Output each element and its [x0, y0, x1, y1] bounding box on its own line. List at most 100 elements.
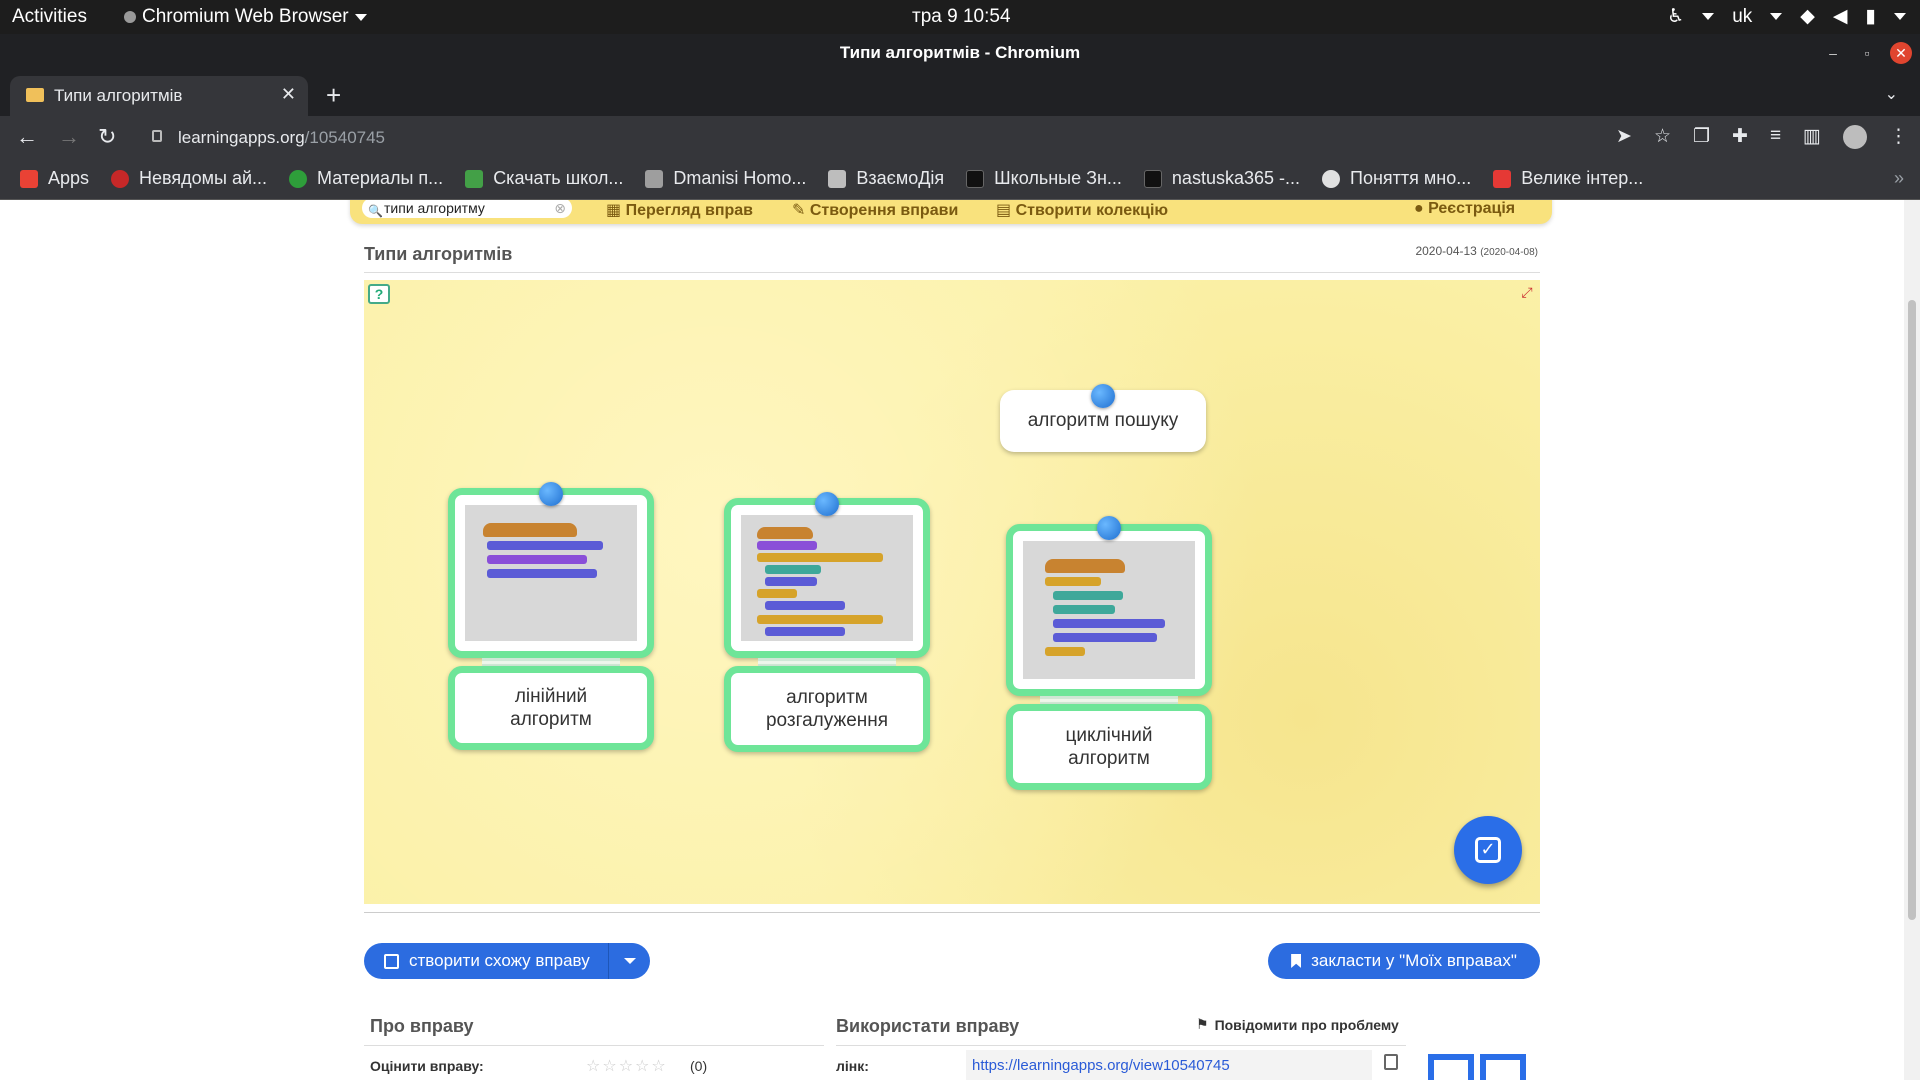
navigation-bar: ← → ↻ learningapps.org/10540745 ➤ ☆ ❐ ✚ …: [0, 116, 1920, 158]
label-card-cyclic[interactable]: циклічний алгоритм: [1006, 704, 1212, 790]
accessibility-icon[interactable]: ♿: [1667, 6, 1685, 27]
system-tray[interactable]: ♿ uk ◆ ◀ ▮: [1667, 5, 1906, 28]
back-arrow-icon[interactable]: ←: [16, 124, 38, 149]
image-card-cyclic[interactable]: [1006, 524, 1212, 696]
bookmark-label: Скачать школ...: [493, 168, 624, 188]
bookmark-item[interactable]: Поняття мно...: [1322, 168, 1471, 189]
card-label: лінійний алгоритм: [510, 686, 592, 730]
new-tab-icon[interactable]: +: [326, 80, 342, 110]
nav-browse-exercises[interactable]: ▦ Перегляд вправ: [606, 202, 754, 219]
search-icon: 🔍: [368, 204, 383, 218]
chevron-down-icon[interactable]: [1894, 13, 1906, 20]
label-card-branching[interactable]: алгоритм розгалуження: [724, 666, 930, 752]
fullscreen-icon[interactable]: ⤢: [1521, 284, 1533, 300]
battery-icon: ▮: [1865, 6, 1876, 27]
forward-arrow-icon[interactable]: →: [58, 124, 80, 149]
bookmark-item[interactable]: Невядомы ай...: [111, 168, 267, 189]
page-viewport: 🔍 типи алгоритму ⊗ ▦ Перегляд вправ ✎ Ст…: [0, 200, 1920, 1080]
bookmark-item[interactable]: Dmanisi Homo...: [645, 168, 806, 189]
chevron-down-icon: [354, 13, 367, 21]
divider: [836, 1045, 1406, 1046]
tab-strip: Типи алгоритмів ✕ + ⌄: [0, 72, 1920, 116]
create-similar-button[interactable]: створити схожу вправу: [364, 943, 650, 979]
checkbox-check-icon: ✓: [1475, 837, 1501, 863]
label-card-linear[interactable]: лінійний алгоритм: [448, 666, 654, 750]
bookmark-item[interactable]: Скачать школ...: [465, 168, 623, 189]
bookmark-favicon-icon: [645, 169, 664, 188]
nav-create-collection[interactable]: ▤ Створити колекцію: [996, 202, 1169, 219]
extension-copy-icon[interactable]: ❐: [1692, 126, 1711, 147]
url-path: /10540745: [304, 128, 386, 147]
report-problem-label: Повідомити про проблему: [1214, 1016, 1399, 1033]
card-label: алгоритм розгалуження: [765, 687, 889, 731]
close-tab-icon[interactable]: ✕: [280, 84, 296, 104]
create-similar-dropdown[interactable]: [608, 943, 650, 979]
nav-browse-label: Перегляд вправ: [625, 202, 754, 219]
site-search-input[interactable]: 🔍 типи алгоритму ⊗: [362, 200, 572, 218]
clear-search-icon[interactable]: ⊗: [554, 200, 566, 216]
qr-code-icon[interactable]: [1428, 1054, 1474, 1080]
app-menu-label: Chromium Web Browser: [142, 6, 349, 27]
bookmark-label: Apps: [48, 168, 90, 188]
maximize-icon[interactable]: ▫: [1864, 45, 1870, 61]
bookmark-exercise-label: закласти у "Моїх вправах": [1311, 951, 1517, 970]
card-label: алгоритм пошуку: [1027, 410, 1179, 431]
chromium-icon: [124, 11, 136, 23]
bookmark-apps[interactable]: Apps: [20, 168, 89, 189]
bookmark-label: Школьные Зн...: [994, 168, 1122, 188]
wifi-icon: ◆: [1800, 6, 1815, 27]
bookmark-favicon-icon: [966, 169, 985, 188]
report-problem-link[interactable]: ⚑ Повідомити про проблему: [1196, 1016, 1399, 1033]
puzzle-icon[interactable]: ✚: [1732, 126, 1748, 147]
reload-icon[interactable]: ↻: [98, 124, 117, 149]
address-bar[interactable]: learningapps.org/10540745: [140, 120, 1580, 154]
rating-stars[interactable]: ☆☆☆☆☆: [586, 1058, 668, 1075]
profile-avatar-icon[interactable]: [1843, 125, 1867, 149]
media-queue-icon[interactable]: ≡: [1769, 125, 1782, 146]
nav-collection-label: Створити колекцію: [1015, 202, 1169, 219]
nav-register[interactable]: ● Реєстрація: [1414, 200, 1516, 217]
keyboard-layout[interactable]: uk: [1732, 5, 1753, 27]
bookmark-item[interactable]: nastuska365 -...: [1143, 168, 1300, 189]
exercise-title: Типи алгоритмів: [364, 244, 513, 264]
bookmark-favicon-icon: [111, 169, 130, 188]
close-window-icon[interactable]: ✕: [1890, 42, 1912, 64]
page-scrollbar[interactable]: [1904, 200, 1920, 1080]
bookmark-item[interactable]: ВзаємоДія: [828, 168, 944, 189]
about-heading: Про вправу: [370, 1016, 474, 1036]
bookmark-exercise-button[interactable]: закласти у "Моїх вправах": [1268, 943, 1540, 979]
scrollbar-thumb[interactable]: [1908, 300, 1916, 920]
star-icon[interactable]: ☆: [1653, 126, 1671, 147]
minimize-icon[interactable]: –: [1829, 45, 1837, 61]
copy-icon[interactable]: [1384, 1054, 1398, 1070]
nav-register-label: Реєстрація: [1428, 200, 1516, 217]
tab-search-chevron-icon[interactable]: ⌄: [1884, 86, 1898, 103]
bookmark-item[interactable]: Материалы п...: [289, 168, 443, 189]
share-link-field[interactable]: https://learningapps.org/view10540745: [966, 1050, 1372, 1080]
nav-create-exercise[interactable]: ✎ Створення вправи: [792, 202, 959, 219]
clock[interactable]: тра 9 10:54: [912, 6, 1011, 27]
tab-active[interactable]: Типи алгоритмів ✕: [10, 76, 308, 116]
check-answer-button[interactable]: ✓: [1454, 816, 1522, 884]
rating-count: (0): [690, 1058, 708, 1074]
volume-icon: ◀: [1832, 6, 1848, 27]
send-icon[interactable]: ➤: [1616, 126, 1632, 147]
bookmark-item[interactable]: Школьные Зн...: [966, 168, 1122, 189]
activities-button[interactable]: Activities: [12, 6, 87, 27]
qr-code-icon[interactable]: [1480, 1054, 1526, 1080]
app-menu[interactable]: Chromium Web Browser: [124, 6, 367, 28]
edit-icon: [384, 953, 399, 969]
lock-icon[interactable]: [152, 130, 162, 142]
pin-icon: [815, 492, 839, 516]
create-similar-main[interactable]: створити схожу вправу: [364, 951, 590, 971]
bookmarks-overflow-icon[interactable]: »: [1893, 168, 1904, 188]
kebab-menu-icon[interactable]: ⋮: [1889, 126, 1908, 147]
image-card-linear[interactable]: [448, 488, 654, 658]
url-text[interactable]: learningapps.org/10540745: [178, 128, 385, 148]
image-card-branching[interactable]: [724, 498, 930, 658]
help-icon[interactable]: ?: [368, 284, 390, 304]
side-panel-icon[interactable]: ▥: [1803, 126, 1821, 147]
bookmark-item[interactable]: Велике інтер...: [1493, 168, 1643, 189]
divider: [364, 1045, 824, 1046]
card-label: циклічний алгоритм: [1065, 725, 1153, 769]
